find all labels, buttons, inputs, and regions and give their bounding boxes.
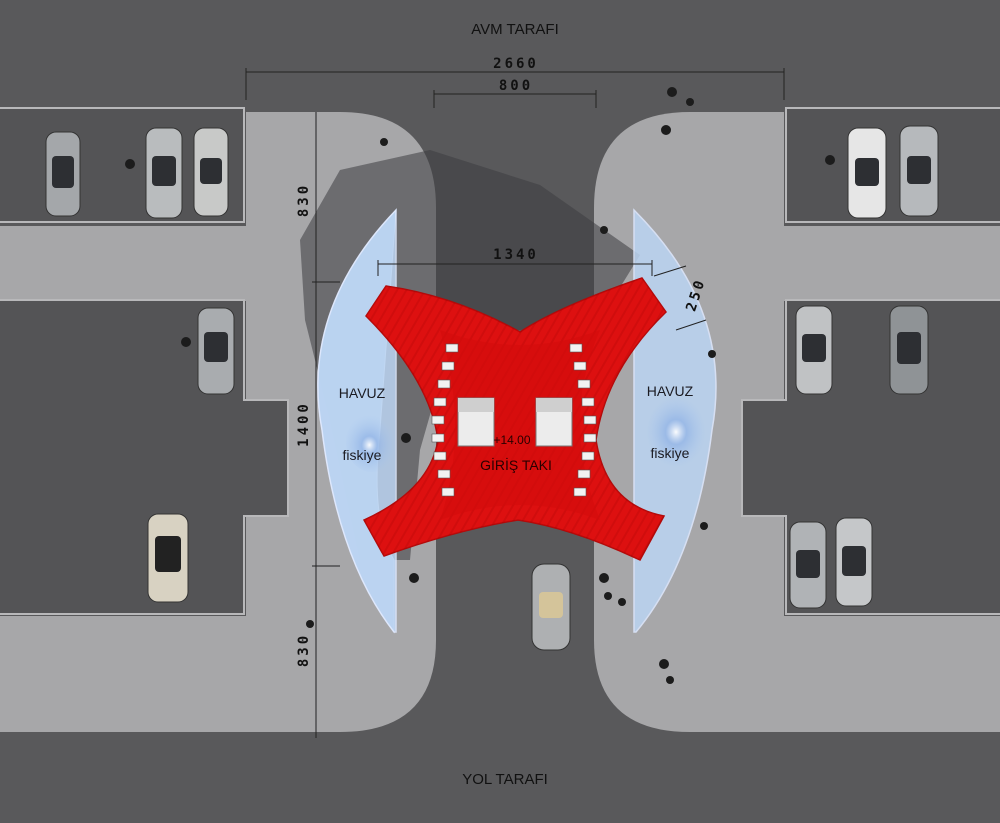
car	[145, 127, 183, 219]
dim-lower-left: 830	[296, 633, 312, 667]
car	[147, 513, 189, 603]
car	[45, 131, 81, 217]
dimension-lines	[245, 68, 785, 738]
car	[795, 305, 833, 395]
dim-arch-span: 1340	[493, 247, 539, 263]
car	[847, 127, 887, 219]
dim-overall-width: 2660	[493, 56, 539, 72]
stair-blocks-left	[431, 343, 459, 497]
central-pavilions	[457, 397, 573, 447]
car	[899, 125, 939, 217]
car	[789, 521, 827, 609]
car	[531, 563, 571, 651]
car	[193, 127, 229, 217]
parked-cars	[45, 125, 939, 651]
top-side-label: AVM TARAFI	[471, 21, 559, 38]
entrance-gate	[362, 277, 667, 561]
bottom-side-label: YOL TARAFI	[462, 771, 548, 788]
structure-label: GİRİŞ TAKI	[480, 456, 552, 473]
dim-gate-opening: 800	[499, 78, 533, 94]
car	[197, 307, 235, 395]
car	[835, 517, 873, 607]
dim-middle-left: 1400	[296, 401, 312, 447]
dim-upper-left: 830	[296, 183, 312, 217]
elevation-label: +14.00	[493, 433, 530, 447]
car	[889, 305, 929, 395]
fountain-right-label: fiskiye	[651, 445, 690, 461]
stair-blocks-right	[569, 343, 597, 497]
pool-left-label: HAVUZ	[339, 385, 386, 401]
fountain-left-label: fiskiye	[343, 447, 382, 463]
pool-right-label: HAVUZ	[647, 383, 694, 399]
pedestrians	[125, 87, 835, 684]
